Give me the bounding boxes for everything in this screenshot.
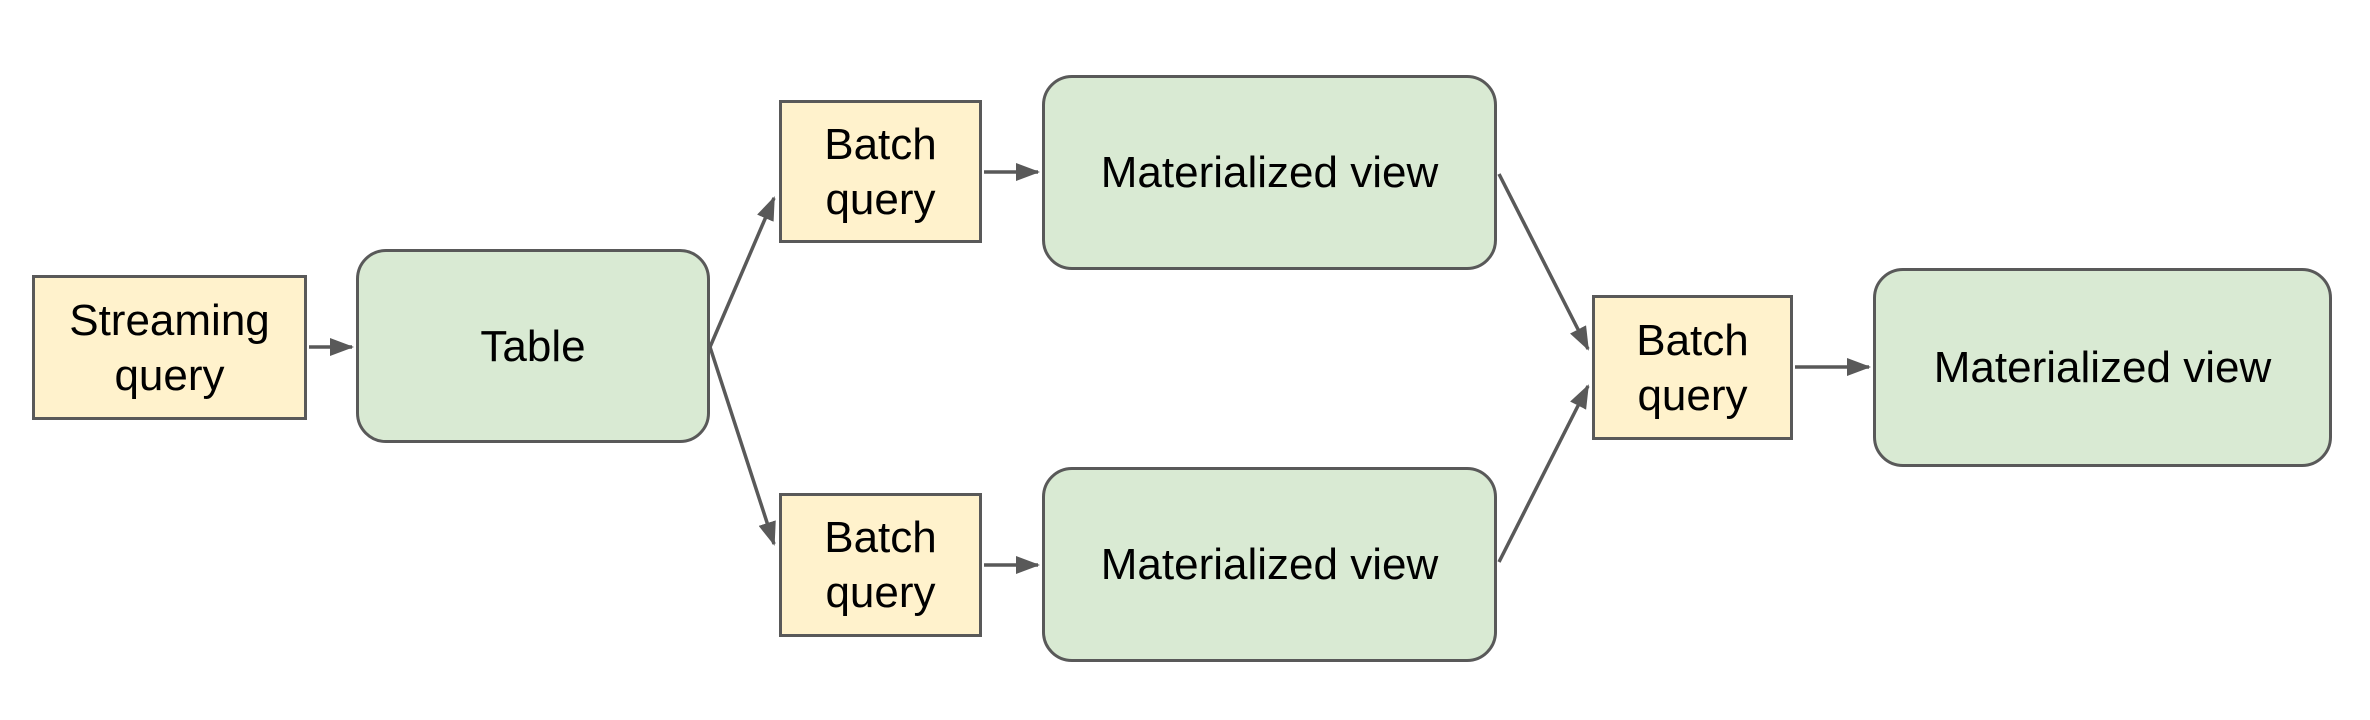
node-streaming-query-label: Streaming query xyxy=(69,295,270,400)
edge-materialized-view-bottom-to-batch-query-final xyxy=(1497,384,1590,563)
edge-materialized-view-top-to-batch-query-final xyxy=(1497,173,1590,351)
node-materialized-view-top-label: Materialized view xyxy=(1100,148,1439,197)
node-table: Table xyxy=(356,249,710,443)
node-materialized-view-bottom-label: Materialized view xyxy=(1100,540,1439,589)
node-batch-query-final: Batch query xyxy=(1592,295,1793,440)
node-materialized-view-final-label: Materialized view xyxy=(1933,343,2272,392)
node-batch-query-bottom: Batch query xyxy=(779,493,982,637)
edge-table-to-batch-query-bottom xyxy=(708,346,776,546)
node-table-label: Table xyxy=(480,321,586,371)
node-materialized-view-final: Materialized view xyxy=(1873,268,2332,467)
node-batch-query-top: Batch query xyxy=(779,100,982,243)
node-streaming-query: Streaming query xyxy=(32,275,307,420)
node-batch-query-final-label: Batch query xyxy=(1636,315,1749,420)
node-materialized-view-top: Materialized view xyxy=(1042,75,1497,270)
node-batch-query-bottom-label: Batch query xyxy=(824,513,937,617)
node-materialized-view-bottom: Materialized view xyxy=(1042,467,1497,662)
edge-table-to-batch-query-top xyxy=(708,196,776,348)
node-batch-query-top-label: Batch query xyxy=(824,119,937,224)
